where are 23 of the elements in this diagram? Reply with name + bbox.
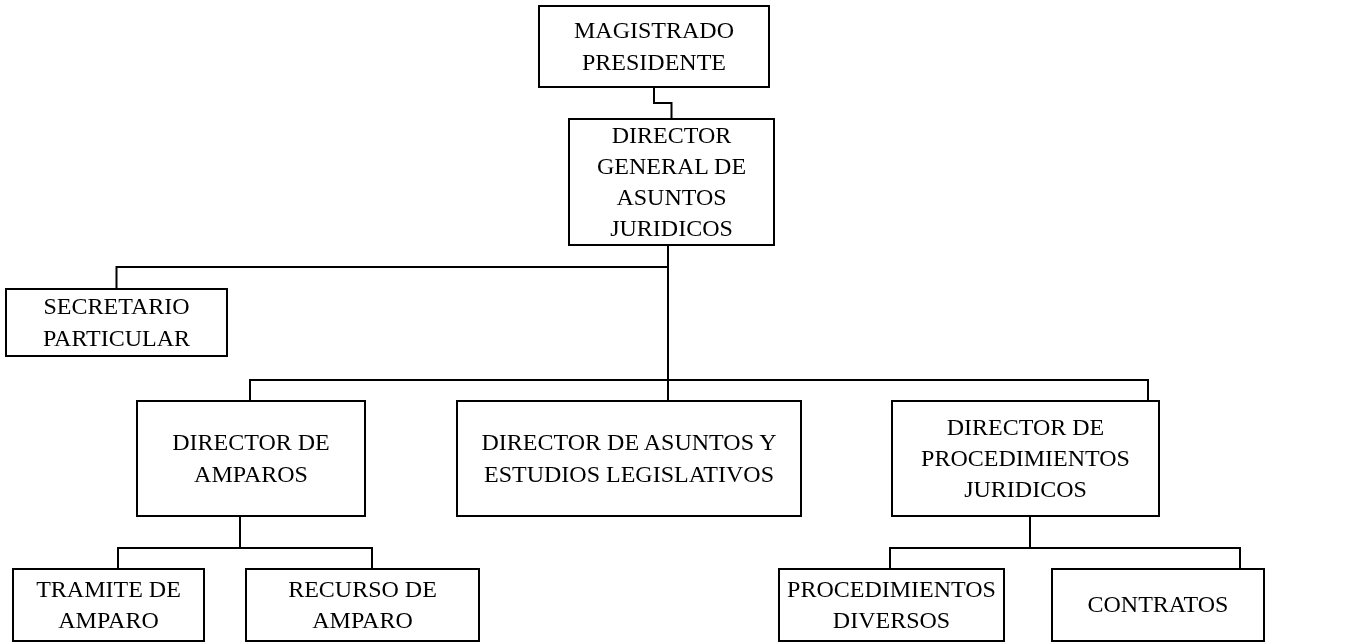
connector-line: [1029, 516, 1241, 569]
org-box: [538, 5, 770, 88]
box-label: SECRETARIO PARTICULAR: [41, 292, 191, 353]
org-box: [136, 400, 366, 517]
org-box: [456, 400, 802, 517]
box-label: DIRECTOR DE AMPAROS: [171, 428, 331, 489]
org-box: [1051, 568, 1265, 642]
box-label: DIRECTOR DE PROCEDIMIENTOS JURIDICOS: [920, 412, 1131, 505]
box-label: CONTRATOS: [1087, 590, 1229, 620]
org-box: [5, 288, 228, 357]
connector-line: [653, 87, 673, 119]
org-box: [245, 568, 480, 642]
org-box: [891, 400, 1160, 517]
box-label: TRAMITE DE AMPARO: [35, 574, 182, 635]
box-label: DIRECTOR DE ASUNTOS Y ESTUDIOS LEGISLATIVOS: [480, 428, 778, 489]
org-box: [12, 568, 205, 642]
connector-line: [239, 516, 373, 569]
org-box: [568, 118, 775, 246]
box-label: MAGISTRADO PRESIDENTE: [573, 16, 735, 77]
box-label: PROCEDIMIENTOS DIVERSOS: [787, 574, 996, 635]
box-label: RECURSO DE AMPARO: [287, 574, 438, 635]
org-box: [778, 568, 1005, 642]
box-label: DIRECTOR GENERAL DE ASUNTOS JURIDICOS: [595, 120, 748, 244]
